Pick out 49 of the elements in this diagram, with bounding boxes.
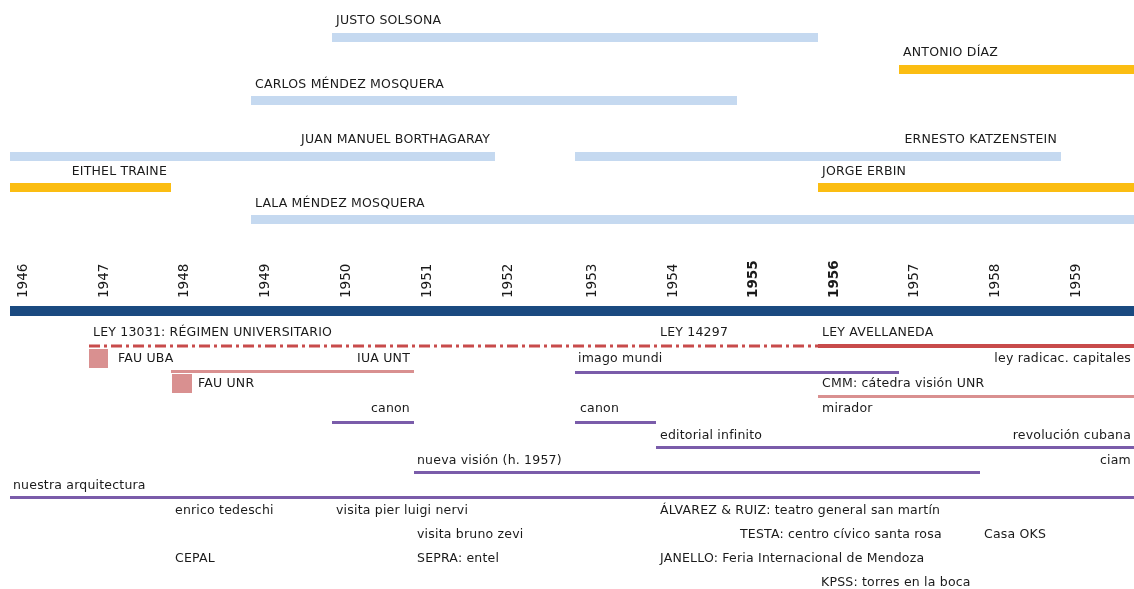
event-label: JANELLO: Feria Internacional de Mendoza — [660, 550, 925, 566]
bar-label: IUA UNT — [357, 350, 410, 366]
year-label: 1955 — [744, 262, 760, 298]
bar-label: CARLOS MÉNDEZ MOSQUERA — [255, 76, 444, 92]
event-label: mirador — [822, 400, 873, 416]
event-label: ciam — [1100, 452, 1131, 468]
bar-label: FAU UBA — [118, 350, 174, 366]
year-label: 1957 — [905, 262, 921, 298]
bar-label: nueva visión (h. 1957) — [417, 452, 562, 468]
event-label: Casa OKS — [984, 526, 1047, 542]
year-label: 1953 — [583, 262, 599, 298]
bar-label: JUSTO SOLSONA — [336, 12, 442, 28]
year-label: 1954 — [664, 262, 680, 298]
event-label: SEPRA: entel — [417, 550, 500, 566]
event-label: KPSS: torres en la boca — [821, 574, 971, 589]
event-label: visita pier luigi nervi — [336, 502, 469, 518]
event-label: enrico tedeschi — [175, 502, 274, 518]
bar-label: FAU UNR — [198, 375, 255, 391]
bar-label: LEY 13031: RÉGIMEN UNIVERSITARIO — [93, 324, 333, 340]
bar-label: LEY 14297 — [660, 324, 729, 340]
event-label: ÁLVAREZ & RUIZ: teatro general san martín — [660, 502, 941, 518]
year-label: 1952 — [499, 262, 515, 298]
bar-label: canon — [370, 400, 410, 416]
bar-label: LEY AVELLANEDA — [822, 324, 934, 340]
year-label: 1948 — [175, 262, 191, 298]
event-label: visita bruno zevi — [417, 526, 524, 542]
event-label: ley radicac. capitales — [994, 350, 1131, 366]
event-label: TESTA: centro cívico santa rosa — [740, 526, 942, 542]
bar-label: CMM: cátedra visión UNR — [822, 375, 985, 391]
year-label: 1956 — [825, 262, 841, 298]
bar-label: EITHEL TRAINE — [71, 163, 167, 179]
event-label: revolución cubana — [1012, 427, 1131, 443]
year-label: 1951 — [418, 262, 434, 298]
bar-label: ERNESTO KATZENSTEIN — [904, 131, 1057, 147]
event-label: CEPAL — [175, 550, 215, 566]
year-label: 1950 — [337, 262, 353, 298]
year-label: 1958 — [986, 262, 1002, 298]
bar-label: LALA MÉNDEZ MOSQUERA — [255, 195, 425, 211]
bar-label: JORGE ERBIN — [822, 163, 907, 179]
bar-label: imago mundi — [578, 350, 663, 366]
year-label: 1946 — [14, 262, 30, 298]
bar-label: canon — [580, 400, 620, 416]
year-label: 1959 — [1067, 262, 1083, 298]
bar-label: editorial infinito — [660, 427, 763, 443]
year-label: 1947 — [95, 262, 111, 298]
year-label: 1949 — [256, 262, 272, 298]
bar-label: nuestra arquitectura — [13, 477, 146, 493]
bar-label: JUAN MANUEL BORTHAGARAY — [301, 131, 490, 147]
bar-label: ANTONIO DÍAZ — [903, 44, 999, 60]
